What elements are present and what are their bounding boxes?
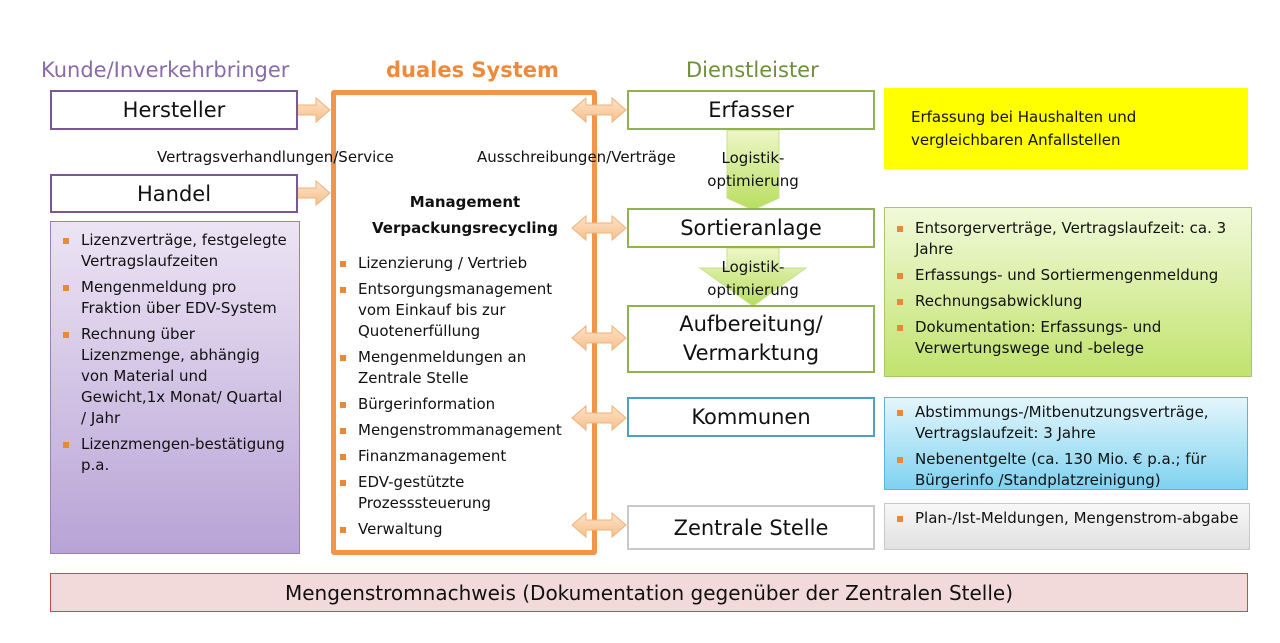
gray-notes-list: Plan-/Ist-Meldungen, Mengenstrom-abgabe [893,508,1245,529]
gray-notes-panel: Plan-/Ist-Meldungen, Mengenstrom-abgabe [884,503,1250,550]
hersteller-box: Hersteller [50,90,298,130]
yellow-note-line1: Erfassung bei Haushalten und [911,108,1137,126]
customer-note: Rechnung über Lizenzmenge, abhängig von … [59,324,291,429]
logistics-label-1: Logistik- optimierung [693,148,813,191]
dual-task: Mengenmeldungen an Zentrale Stelle [336,347,576,389]
arrow-aufbereitung [571,324,627,352]
yellow-note: Erfassung bei Haushalten und vergleichba… [884,88,1248,169]
logistics-label-2-line1: Logistik- [721,258,785,276]
erfasser-box: Erfasser [627,90,875,130]
dual-task: EDV-gestützte Prozesssteuerung [336,472,576,514]
gray-note: Plan-/Ist-Meldungen, Mengenstrom-abgabe [893,508,1245,529]
dual-title-line1: Management [409,193,521,211]
sortieranlage-box: Sortieranlage [627,208,875,248]
logistics-label-2: Logistik- optimierung [693,257,813,300]
blue-notes-list: Abstimmungs-/Mitbenutzungsverträge, Vert… [893,402,1243,491]
customer-notes-list: Lizenzverträge, festgelegte Vertragslauf… [59,230,291,476]
kommunen-box: Kommunen [627,397,875,437]
customer-note: Lizenzverträge, festgelegte Vertragslauf… [59,230,291,272]
dual-task: Entsorgungsmanagement vom Einkauf bis zu… [336,279,576,342]
green-notes-panel: Entsorgerverträge, Vertragslaufzeit: ca.… [884,207,1252,377]
aufbereitung-line1: Aufbereitung/ [679,312,823,336]
customer-link-label: Vertragsverhandlungen/Service [157,148,394,166]
column-heading-provider: Dienstleister [686,58,819,82]
customer-note: Lizenzmengen-bestätigung p.a. [59,434,291,476]
dual-task: Bürgerinformation [336,394,576,415]
dual-link-label: Ausschreibungen/Verträge [477,148,676,166]
dual-tasks-panel: Lizenzierung / Vertrieb Entsorgungsmanag… [336,253,576,545]
dual-tasks-list: Lizenzierung / Vertrieb Entsorgungsmanag… [336,253,576,540]
blue-note: Abstimmungs-/Mitbenutzungsverträge, Vert… [893,402,1243,444]
dual-system-frame [331,90,597,555]
dual-task: Mengenstrommanagement [336,420,576,441]
customer-notes-panel: Lizenzverträge, festgelegte Vertragslauf… [50,221,300,554]
footer-bar: Mengenstromnachweis (Dokumentation gegen… [50,573,1248,612]
green-note: Dokumentation: Erfassungs- und Verwertun… [893,317,1245,359]
blue-note: Nebenentgelte (ca. 130 Mio. € p.a.; für … [893,449,1243,491]
logistics-label-1-line1: Logistik- [721,149,785,167]
customer-note: Mengenmeldung pro Fraktion über EDV-Syst… [59,277,291,319]
arrow-zentrale [571,511,627,539]
logistics-arrow-1 [726,129,780,211]
logistics-arrow-2 [698,247,808,307]
logistics-label-2-line2: optimierung [707,281,799,299]
column-heading-customer: Kunde/Inverkehrbringer [41,58,290,82]
dual-title-line2: Verpackungsrecycling [372,219,558,237]
aufbereitung-line2: Vermarktung [682,341,820,365]
dual-task: Finanzmanagement [336,446,576,467]
arrow-erfasser [571,96,627,124]
yellow-note-line2: vergleichbaren Anfallstellen [911,131,1121,149]
arrow-sortieranlage [571,214,627,242]
column-heading-dual-system: duales System [386,58,559,82]
green-note: Entsorgerverträge, Vertragslaufzeit: ca.… [893,218,1245,260]
logistics-label-1-line2: optimierung [707,172,799,190]
green-note: Rechnungsabwicklung [893,291,1245,312]
aufbereitung-box: Aufbereitung/ Vermarktung [627,305,875,373]
dual-task: Verwaltung [336,519,576,540]
blue-notes-panel: Abstimmungs-/Mitbenutzungsverträge, Vert… [884,397,1248,490]
dual-title: Management Verpackungsrecycling [340,190,590,240]
dual-task: Lizenzierung / Vertrieb [336,253,576,274]
arrow-kommunen [571,404,627,432]
zentrale-stelle-box: Zentrale Stelle [627,505,875,550]
handel-box: Handel [50,174,298,213]
green-notes-list: Entsorgerverträge, Vertragslaufzeit: ca.… [893,218,1245,359]
green-note: Erfassungs- und Sortiermengenmeldung [893,265,1245,286]
